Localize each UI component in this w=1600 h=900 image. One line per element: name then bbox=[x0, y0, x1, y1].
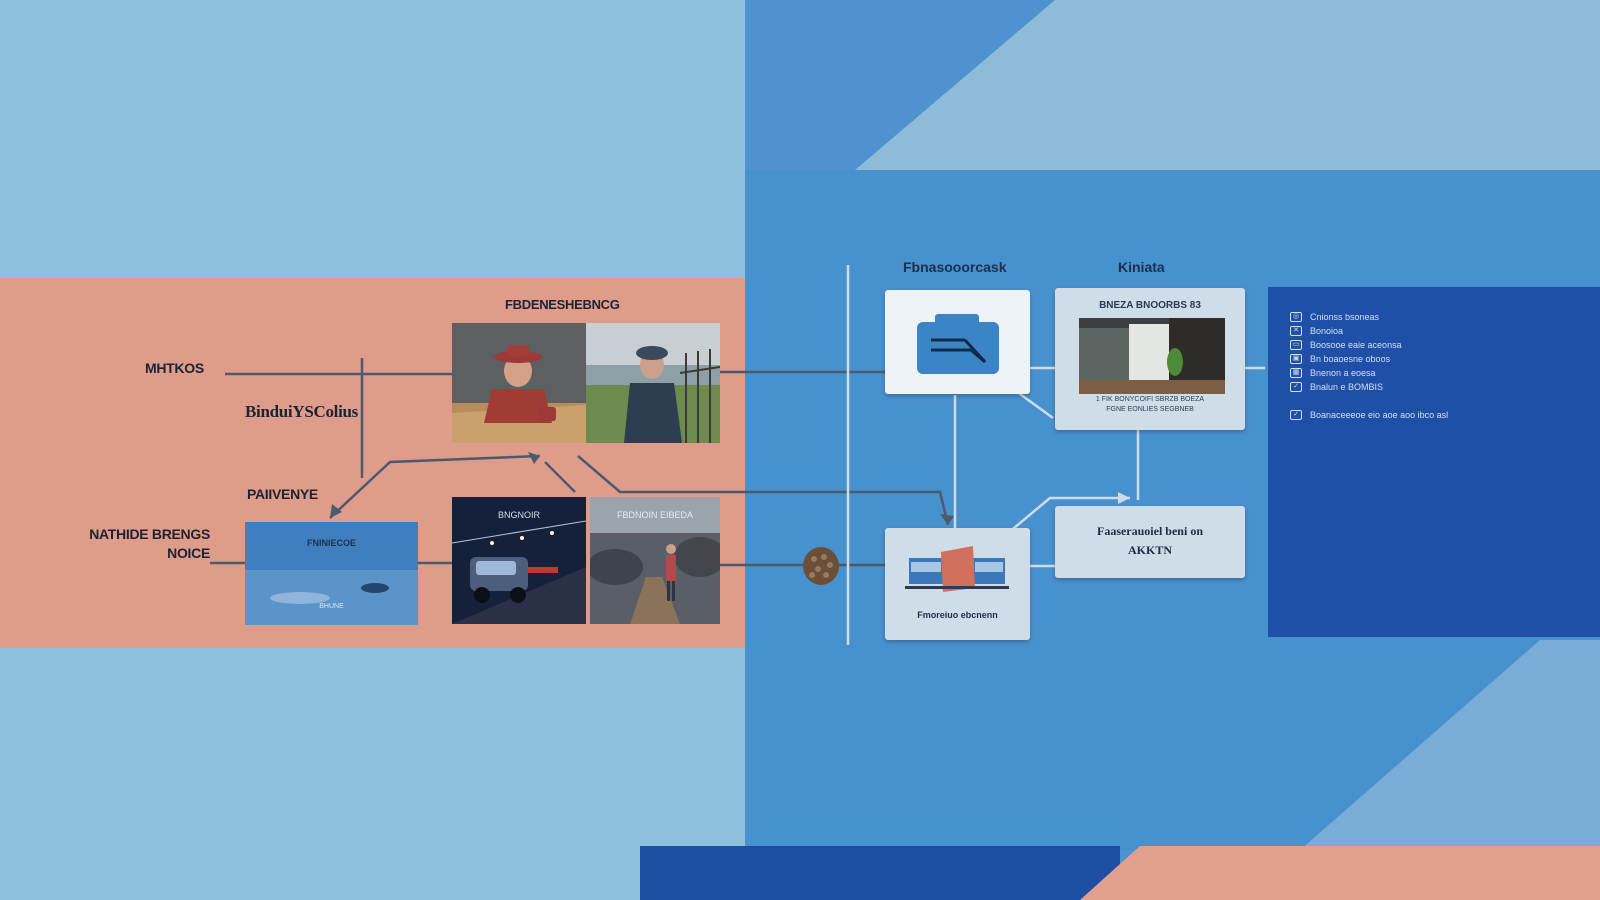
room-card-caption-1: 1 FIK BONYCOIFI SBRZB BOEZA bbox=[1095, 396, 1205, 403]
snow-landscape-card[interactable] bbox=[245, 522, 418, 625]
legend-item[interactable]: ▦ Bnenon a eoesa bbox=[1290, 366, 1580, 380]
top-photo-title: FBDENESHEBNCG bbox=[505, 297, 620, 312]
pathway-label: PAIIVENYE bbox=[247, 486, 318, 502]
rocky-road-photo bbox=[590, 497, 720, 624]
legend-item[interactable]: ▣ Bn boaoesne oboos bbox=[1290, 352, 1580, 366]
room-card-caption-2: FGNE EONLIES SEGBNEB bbox=[1106, 406, 1194, 413]
legend-footer-item[interactable]: ✓ Boanaceeeoe eio aoe aoo ibco asl bbox=[1290, 408, 1580, 422]
night-vehicle-photo bbox=[452, 497, 586, 624]
room-photo bbox=[1079, 318, 1225, 394]
photo-icon: ▣ bbox=[1290, 354, 1302, 364]
column-header-2: Kiniata bbox=[1118, 259, 1165, 275]
room-card-title: BNEZA BNOORBS 83 bbox=[1099, 300, 1201, 311]
man-at-fence-photo bbox=[586, 323, 720, 443]
box-icon bbox=[905, 546, 1009, 592]
legend-item-label: Cnionss bsoneas bbox=[1310, 312, 1380, 322]
snow-card-caption: BHUNE bbox=[319, 603, 344, 610]
box-card-caption: Fmoreiuo ebcnenn bbox=[917, 610, 998, 620]
legend-panel bbox=[1268, 287, 1600, 637]
check-icon: ✓ bbox=[1290, 410, 1302, 420]
grid-icon: ▦ bbox=[1290, 368, 1302, 378]
branch-label: BinduiYSColius bbox=[245, 402, 358, 421]
metrics-label: MHTKOS bbox=[145, 360, 204, 376]
pinecone-icon bbox=[803, 547, 839, 585]
tag-icon: ✕ bbox=[1290, 326, 1302, 336]
bottom-navy-strip bbox=[640, 846, 1120, 900]
snow-card-title: FNINIECOE bbox=[306, 538, 356, 548]
folder-icon bbox=[917, 314, 999, 374]
legend-item-label: Bonoioa bbox=[1310, 326, 1344, 336]
legend-item[interactable]: ▭ Boosooe eaie aceonsa bbox=[1290, 338, 1580, 352]
image-icon: ◎ bbox=[1290, 312, 1302, 322]
legend-item[interactable]: ✕ Bonoioa bbox=[1290, 324, 1580, 338]
check-icon: ✓ bbox=[1290, 382, 1302, 392]
legend-footer-label: Boanaceeeoe eio aoe aoo ibco asl bbox=[1310, 410, 1449, 420]
man-with-hat-photo bbox=[452, 323, 586, 443]
night-photo-title: BNGNOIR bbox=[497, 510, 540, 520]
nature-label: NATHIDE BRENGS bbox=[89, 526, 210, 542]
legend-item-label: Bn boaoesne oboos bbox=[1310, 354, 1391, 364]
room-card[interactable]: BNEZA BNOORBS 83 1 FIK BONYCOIFI SBRZB B… bbox=[1055, 288, 1245, 430]
folder-card[interactable] bbox=[885, 290, 1030, 394]
road-photo-title: FBDNOIN EIBEDA bbox=[616, 510, 693, 520]
layout-icon: ▭ bbox=[1290, 340, 1302, 350]
legend-list: ◎ Cnionss bsoneas ✕ Bonoioa ▭ Boosooe ea… bbox=[1290, 310, 1580, 422]
legend-item-label: Bnenon a eoesa bbox=[1310, 368, 1376, 378]
nature-sub-label: NOICE bbox=[167, 545, 210, 561]
legend-item[interactable]: ◎ Cnionss bsoneas bbox=[1290, 310, 1580, 324]
bottom-salmon-strip bbox=[1080, 846, 1600, 900]
lower-right-triangle bbox=[1300, 640, 1600, 850]
legend-item[interactable]: ✓ Bnalun e BOMBIS bbox=[1290, 380, 1580, 394]
info-card-line2: AKKTN bbox=[1127, 543, 1172, 557]
info-card[interactable]: Faaserauoiel beni on AKKTN bbox=[1055, 506, 1245, 578]
top-right-triangle bbox=[855, 0, 1600, 170]
legend-item-label: Bnalun e BOMBIS bbox=[1310, 382, 1384, 392]
info-card-line1: Faaserauoiel beni on bbox=[1096, 524, 1203, 538]
legend-item-label: Boosooe eaie aceonsa bbox=[1310, 340, 1402, 350]
box-card[interactable]: Fmoreiuo ebcnenn bbox=[885, 528, 1030, 640]
column-header-1: Fbnasooorcask bbox=[903, 259, 1007, 275]
